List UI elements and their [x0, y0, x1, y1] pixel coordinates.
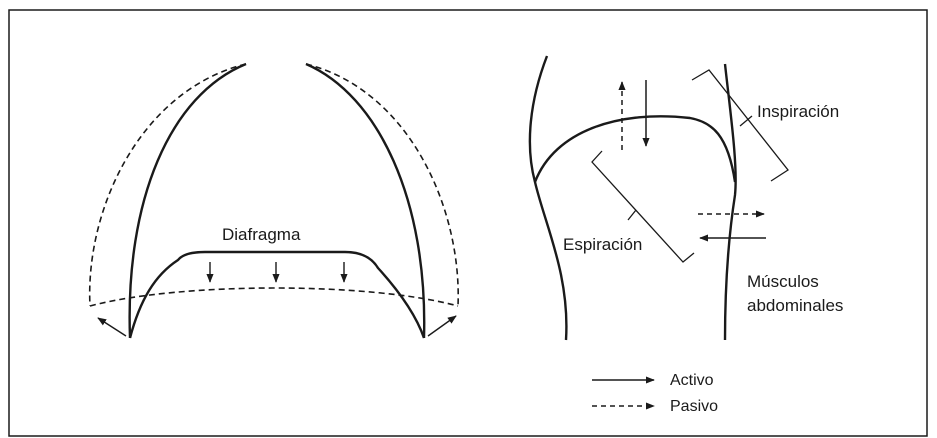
diaphragm-dashed — [89, 287, 459, 307]
label-diafragma: Diafragma — [222, 225, 301, 244]
rib-arrow-left — [97, 317, 127, 337]
legend — [592, 376, 655, 410]
rib-cage-right-solid — [305, 62, 426, 339]
label-inspiracion: Inspiración — [757, 102, 839, 121]
rib-cage-right-dashed — [305, 63, 459, 307]
rib-cage-left-solid — [128, 62, 247, 339]
inspiracion-bracket — [691, 69, 789, 182]
diaphragm-solid — [128, 250, 426, 339]
figure-border — [8, 9, 928, 437]
label-espiracion: Espiración — [563, 235, 642, 254]
inspiracion-leader — [739, 115, 753, 127]
label-musculos: Músculos — [747, 272, 819, 291]
abdominal-wall — [723, 63, 737, 341]
body-wall-left — [528, 55, 568, 341]
rib-arrow-right — [427, 315, 457, 337]
label-abdominales: abdominales — [747, 296, 843, 315]
lateral-diagram — [528, 55, 789, 341]
lateral-diaphragm — [533, 115, 737, 183]
legend-pasivo: Pasivo — [670, 398, 718, 415]
thorax-diagram — [88, 62, 459, 339]
legend-activo: Activo — [670, 372, 714, 389]
espiracion-leader — [627, 209, 637, 221]
espiracion-bracket — [591, 150, 695, 263]
rib-cage-left-dashed — [88, 63, 247, 307]
